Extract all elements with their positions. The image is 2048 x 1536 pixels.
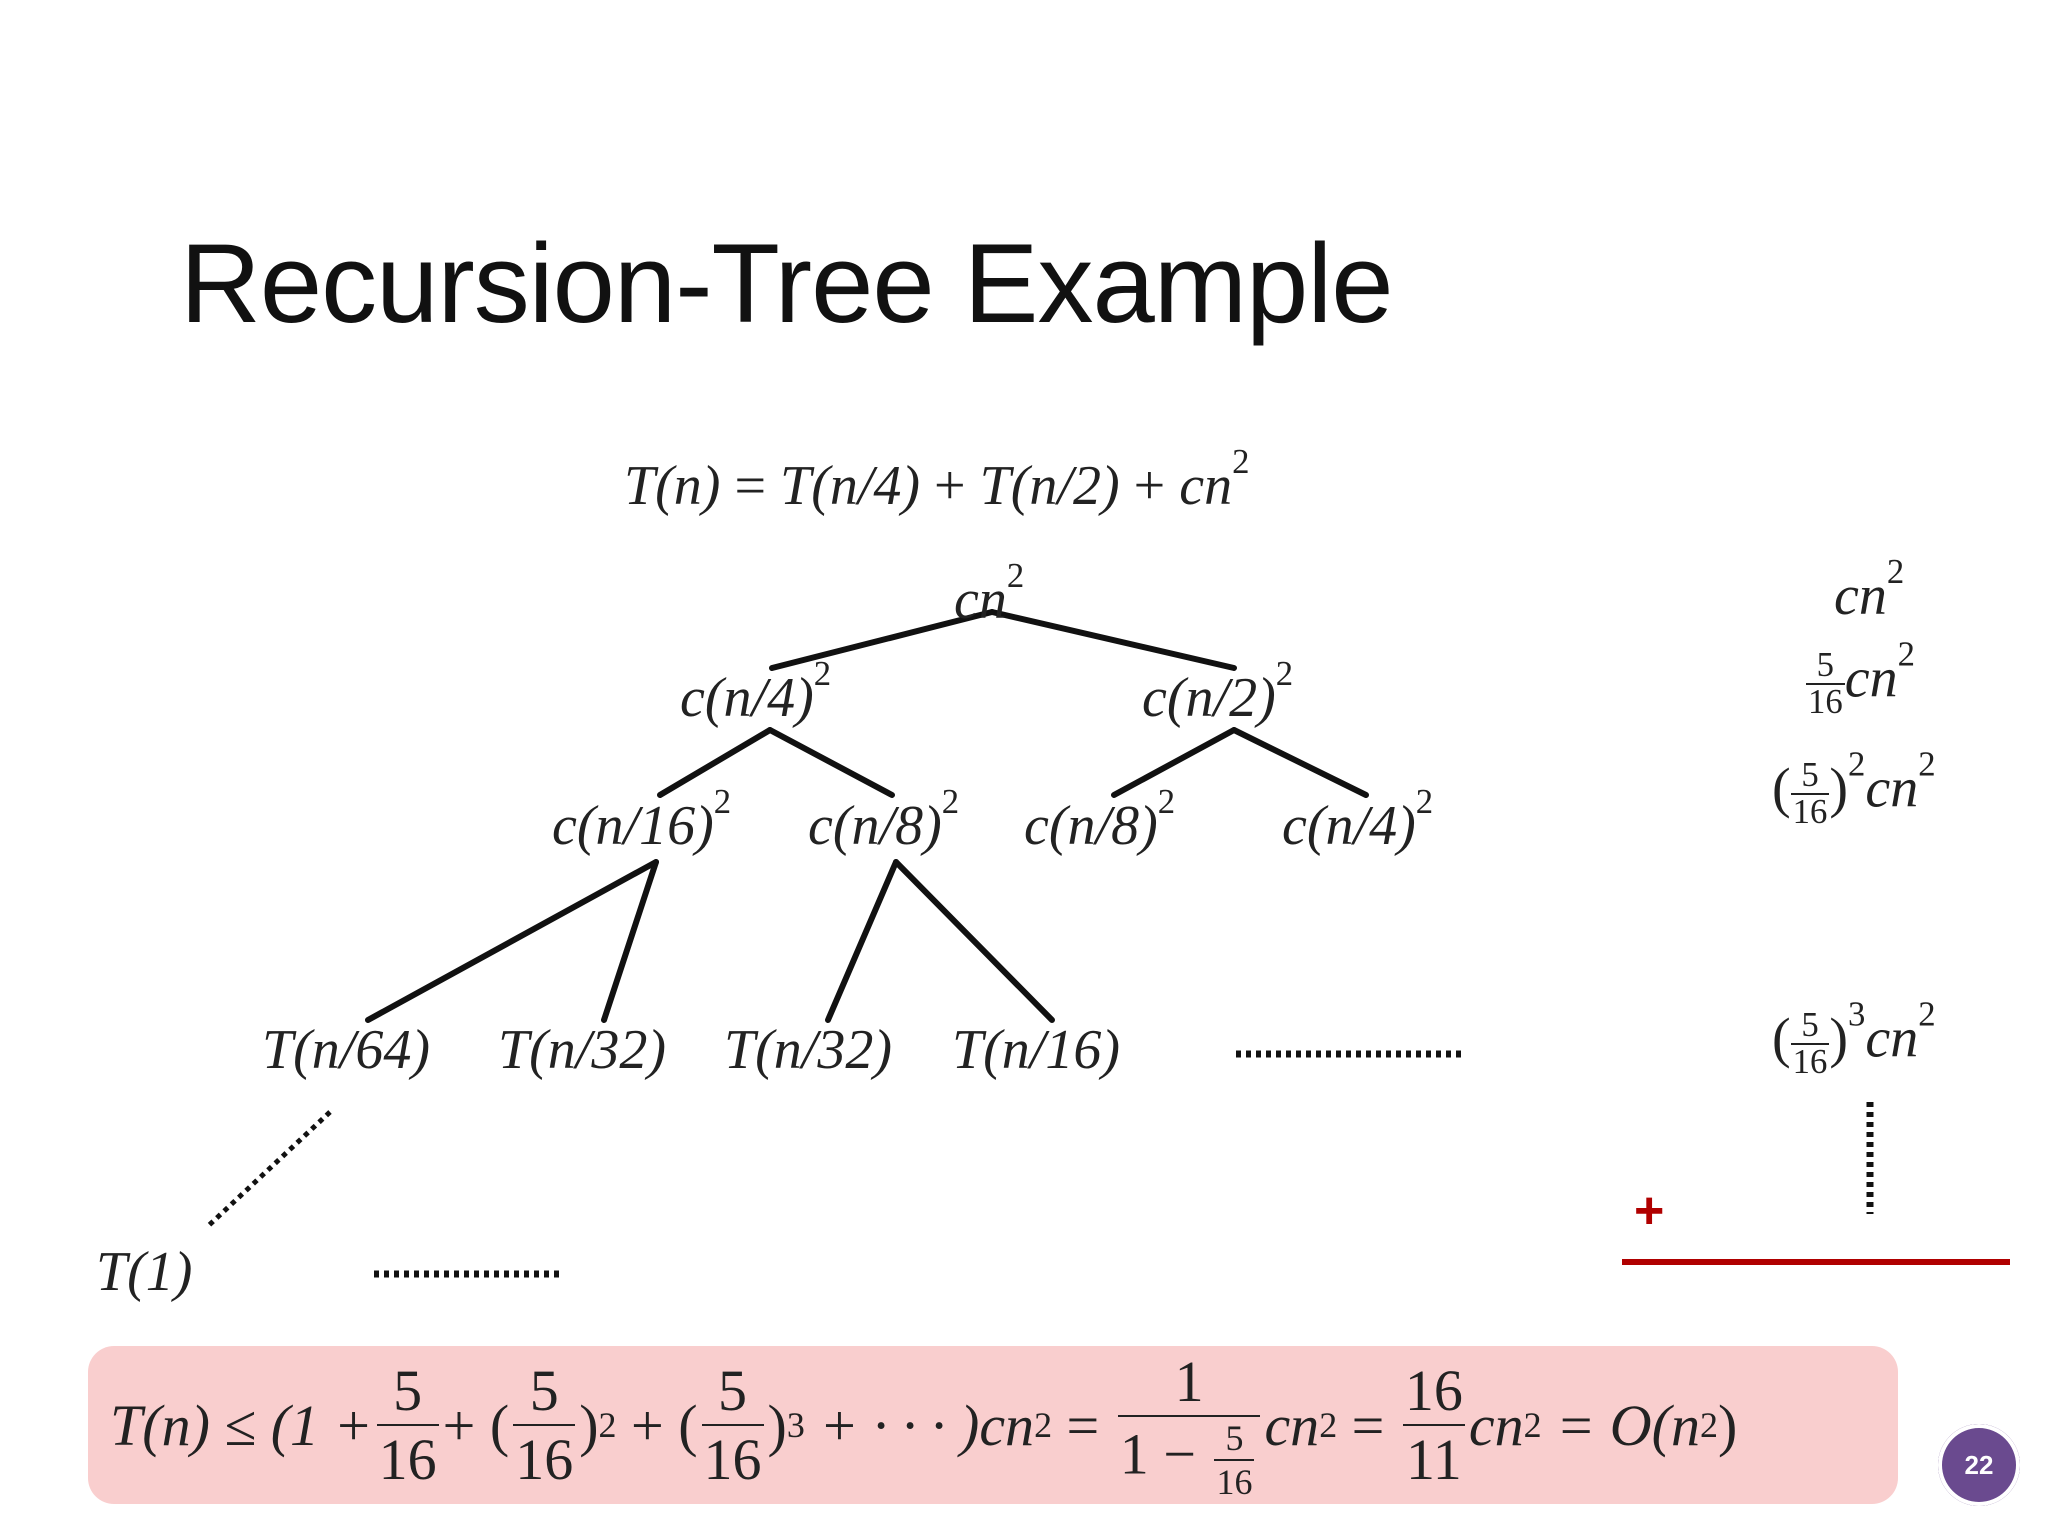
fraction: 5 16 (1790, 1005, 1830, 1081)
level-sum-0: cn2 (1834, 551, 1905, 627)
edge-l2a-right (601, 859, 659, 1023)
tree-node-level3: T(n/32) (724, 1019, 892, 1081)
page-number-badge: 22 (1938, 1424, 2020, 1506)
tree-node-level2: c(n/8)2 (808, 781, 960, 857)
edge-root-left (769, 609, 995, 671)
level-sum-3: ( 5 16 )3cn2 (1772, 994, 1936, 1081)
edge-l2b-right (893, 859, 1055, 1023)
tree-node-level1: c(n/4)2 (680, 653, 832, 729)
edge-root-right (989, 609, 1237, 671)
dotted-edge-to-leaf (204, 1110, 332, 1230)
level-sum-1: 5 16 cn2 (1806, 634, 1915, 721)
tree-node-level2: c(n/4)2 (1282, 781, 1434, 857)
slide-title: Recursion-Tree Example (180, 221, 1394, 346)
tree-node-level2: c(n/8)2 (1024, 781, 1176, 857)
fraction: 5 16 (1806, 645, 1845, 721)
edge-l1b-right (1231, 727, 1369, 798)
edge-l1a-left (657, 727, 773, 798)
fraction: 5 16 (1790, 755, 1830, 831)
edge-l2a-left (365, 859, 659, 1023)
tree-leaf: T(1) (96, 1241, 193, 1303)
tree-node-level3: T(n/64) (262, 1019, 430, 1081)
edge-l1a-right (767, 727, 895, 798)
sum-plus-sign: + (1634, 1182, 1665, 1240)
tree-node-level2: c(n/16)2 (552, 781, 732, 857)
tree-node-level3: T(n/16) (952, 1019, 1120, 1081)
level-sum-2: ( 5 16 )2cn2 (1772, 744, 1936, 831)
edge-l2b-left (825, 859, 899, 1023)
tree-node-root: cn2 (954, 555, 1025, 631)
recurrence-equation: T(n) = T(n/4) + T(n/2) + cn2 (624, 441, 1250, 517)
tree-node-level1: c(n/2)2 (1142, 653, 1294, 729)
edge-l1b-left (1111, 727, 1237, 798)
tree-node-level3: T(n/32) (498, 1019, 666, 1081)
